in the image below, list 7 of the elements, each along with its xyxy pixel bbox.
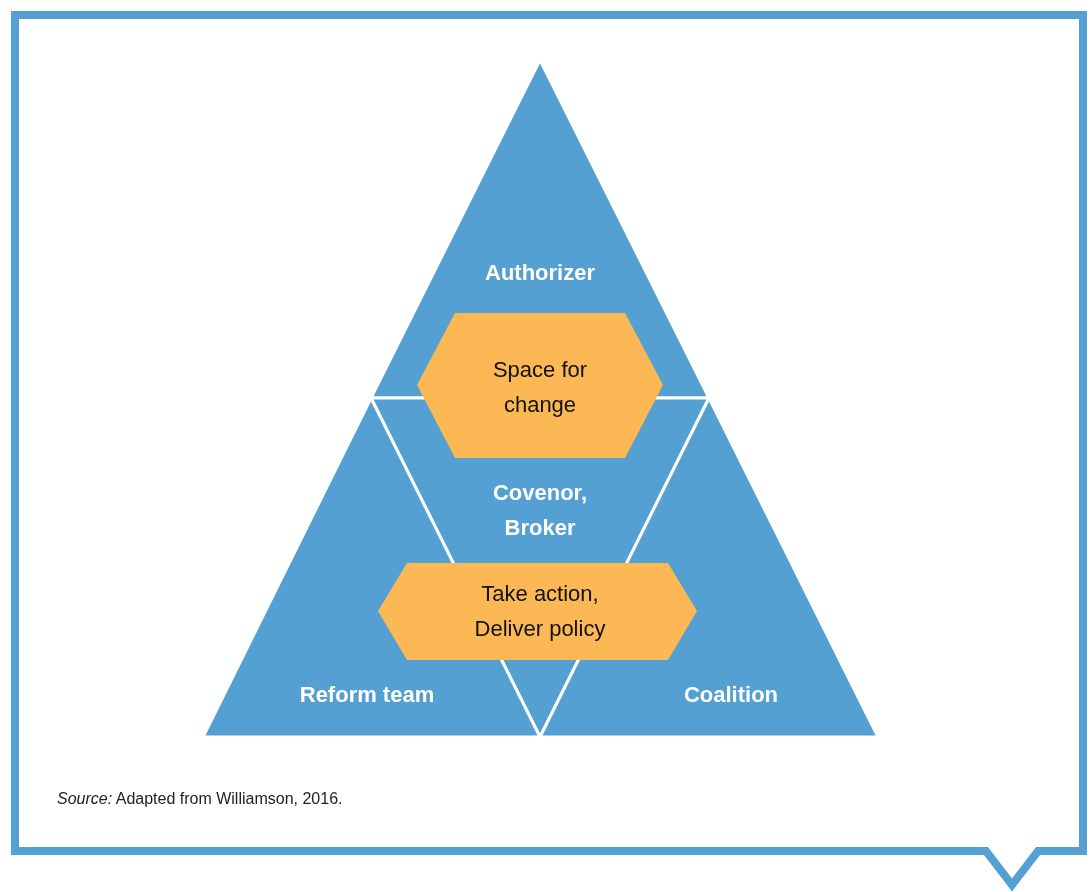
hexagon-label: Space for change [491, 355, 589, 419]
segment-label: Covenor, Broker [491, 478, 589, 542]
segment-label: Coalition [682, 681, 780, 710]
hexagon-label: Take action, Deliver policy [473, 579, 607, 643]
segment-label: Authorizer [484, 259, 596, 288]
segment-label: Reform team [298, 681, 436, 710]
source-caption: Source: Adapted from Williamson, 2016. [57, 790, 343, 808]
